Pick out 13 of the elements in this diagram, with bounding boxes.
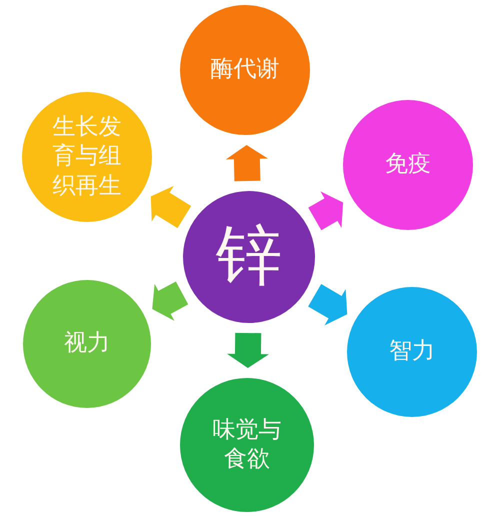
block-arrow xyxy=(226,144,268,182)
block-arrow xyxy=(152,282,188,321)
topic-label: 视力 xyxy=(64,329,110,358)
block-arrow xyxy=(226,332,269,368)
topic-label: 味觉与食欲 xyxy=(211,416,282,474)
block-arrow xyxy=(308,191,344,230)
topic-label: 酶代谢 xyxy=(210,55,280,84)
topic-label: 免疫 xyxy=(385,150,431,180)
element-symbol: 锌 xyxy=(216,220,282,294)
block-arrow xyxy=(308,284,348,326)
topic-label: 生长发育与组织再生 xyxy=(51,112,122,201)
block-arrow xyxy=(150,186,192,228)
topic-label: 智力 xyxy=(389,337,435,366)
